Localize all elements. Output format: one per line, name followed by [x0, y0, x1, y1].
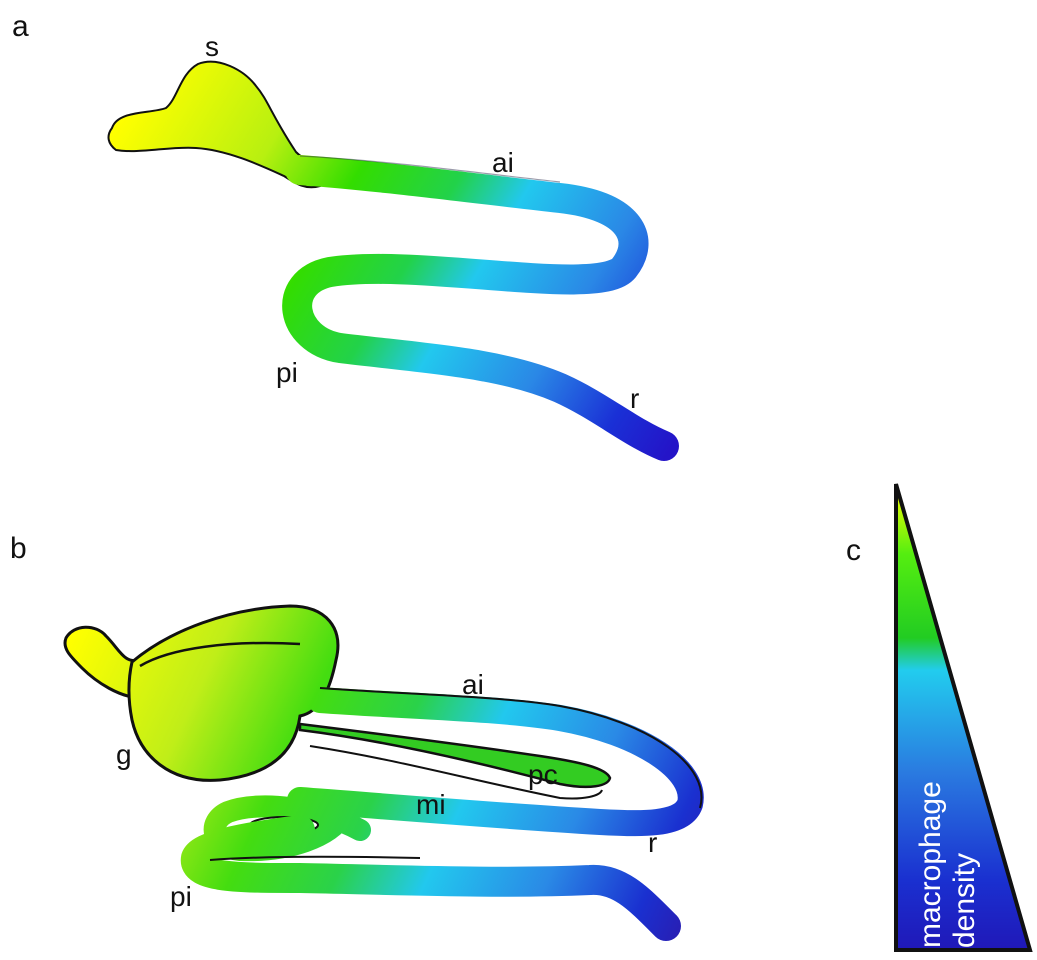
panel-a-letter: a — [12, 10, 29, 43]
density-scale-label-line1: macrophage — [914, 781, 947, 948]
panel-a: a s ai pi r — [12, 10, 664, 446]
panel-a-label-pi: pi — [276, 357, 298, 388]
panel-c-letter: c — [846, 534, 861, 567]
panel-c: c macrophage density — [846, 484, 1030, 950]
panel-b-label-pi: pi — [170, 881, 192, 912]
panel-b-label-mi: mi — [416, 789, 446, 820]
panel-b-label-g: g — [116, 739, 132, 770]
panel-a-intestine — [297, 170, 664, 446]
density-scale-label-line2: density — [948, 853, 981, 948]
panel-b-gut-shape — [65, 606, 702, 926]
panel-b-pyloric-caeca — [300, 724, 610, 787]
panel-a-label-s: s — [205, 31, 219, 62]
panel-b-posterior-intestine — [196, 830, 666, 926]
panel-b: b g ai pc mi pi r — [10, 532, 701, 926]
panel-a-label-r: r — [630, 383, 639, 414]
panel-b-stomach — [129, 606, 338, 780]
panel-b-label-ai: ai — [462, 669, 484, 700]
panel-a-gut-shape — [109, 62, 664, 446]
panel-b-letter: b — [10, 532, 27, 565]
panel-a-label-ai: ai — [492, 147, 514, 178]
panel-b-label-pc: pc — [528, 759, 558, 790]
panel-b-label-r: r — [648, 827, 657, 858]
